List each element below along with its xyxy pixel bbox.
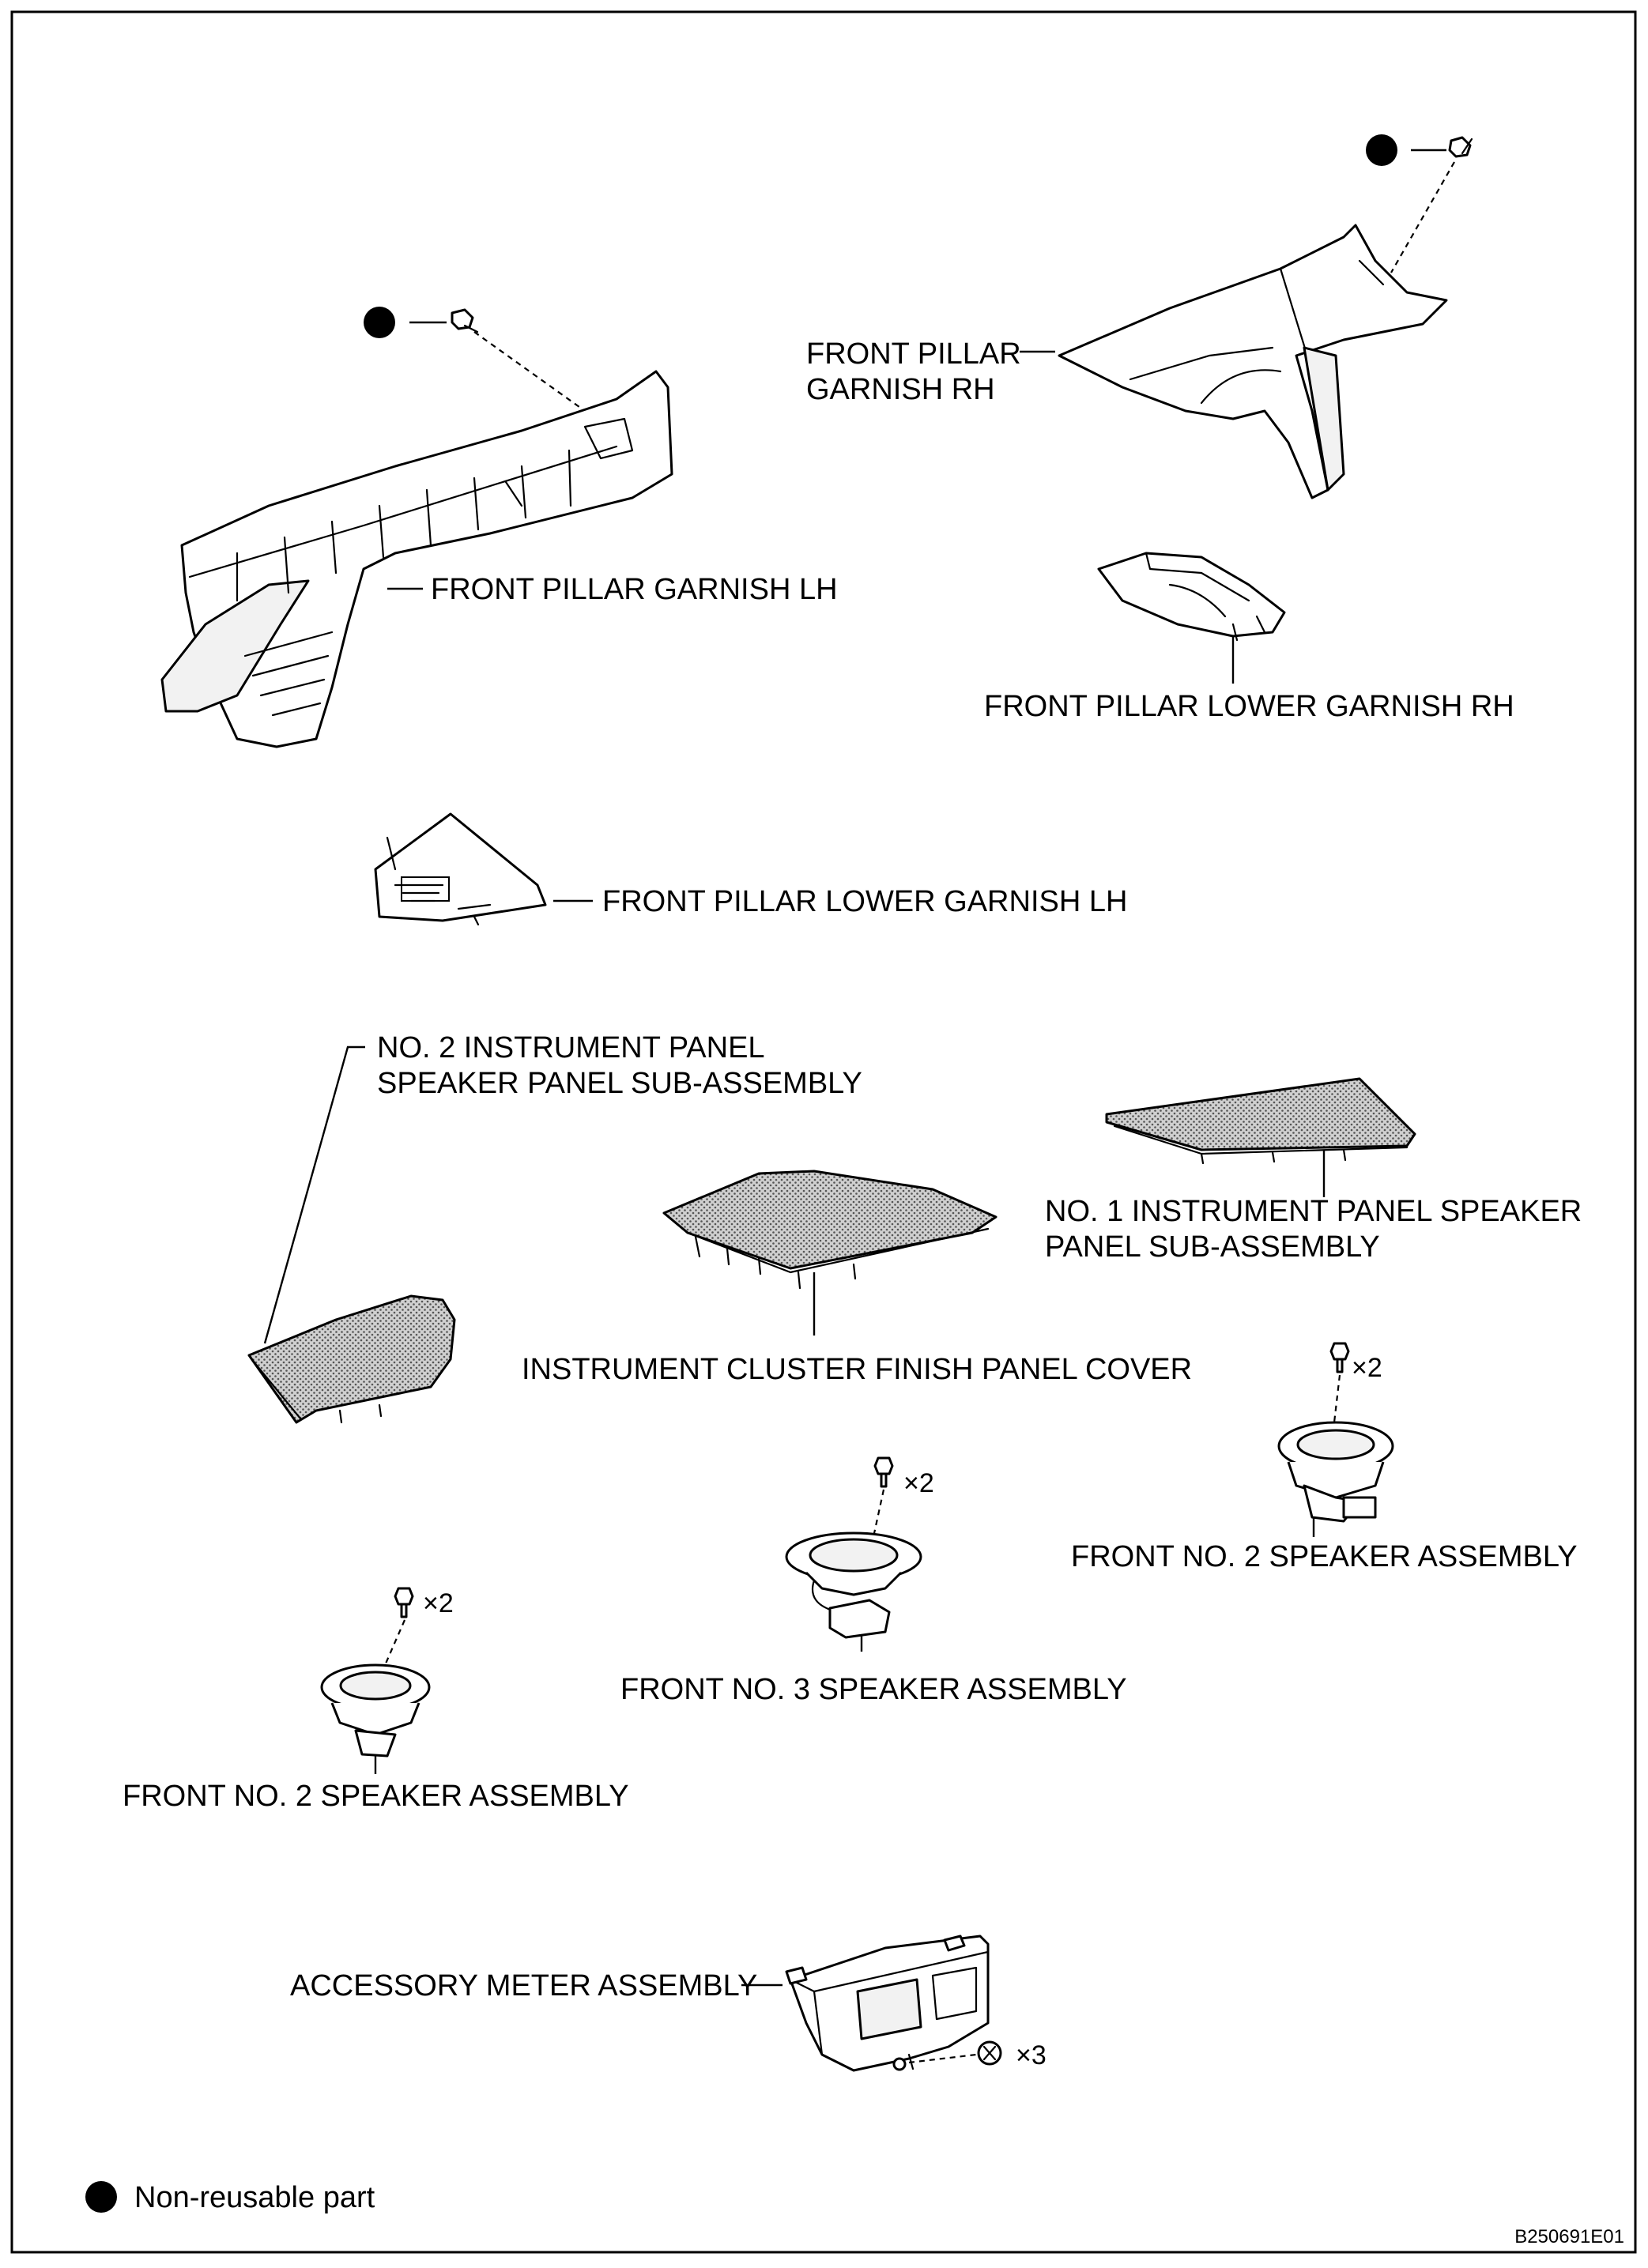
front-pillar-garnish-lh-part	[160, 307, 673, 748]
front-no2-speaker-left-part	[320, 1587, 431, 1758]
figure-code: B250691E01	[1514, 2226, 1624, 2247]
label-front-no2-speaker-right: FRONT NO. 2 SPEAKER ASSEMBLY	[1071, 1540, 1578, 1573]
label-cluster-finish-panel-cover: INSTRUMENT CLUSTER FINISH PANEL COVER	[522, 1353, 1192, 1386]
label-front-pillar-garnish-rh-1: FRONT PILLAR	[806, 337, 1021, 371]
label-front-pillar-lower-garnish-rh: FRONT PILLAR LOWER GARNISH RH	[984, 690, 1514, 723]
legend-marker	[85, 2181, 117, 2213]
label-front-pillar-garnish-rh-2: GARNISH RH	[806, 373, 995, 406]
screw-icon	[977, 2040, 1002, 2066]
front-no3-speaker-part	[785, 1456, 922, 1639]
non-reusable-marker	[364, 307, 395, 338]
page-border	[10, 10, 1637, 2254]
clip-icon	[1448, 136, 1473, 158]
label-no1-speaker-panel-2: PANEL SUB-ASSEMBLY	[1045, 1230, 1380, 1264]
front-pillar-garnish-rh-part	[1058, 134, 1473, 499]
label-front-pillar-lower-garnish-lh: FRONT PILLAR LOWER GARNISH LH	[602, 885, 1127, 918]
screw-icon	[1329, 1342, 1350, 1373]
legend-non-reusable: Non-reusable part	[134, 2181, 375, 2214]
cluster-finish-panel-cover-part	[662, 1170, 997, 1290]
qty-screws-no3-speaker: ×2	[903, 1468, 934, 1498]
rh-garnish-body	[1058, 224, 1448, 499]
label-no2-speaker-panel-1: NO. 2 INSTRUMENT PANEL	[377, 1031, 765, 1064]
non-reusable-marker	[1366, 134, 1397, 166]
label-no2-speaker-panel-2: SPEAKER PANEL SUB-ASSEMBLY	[377, 1067, 862, 1100]
clip-install-path	[1390, 161, 1455, 273]
front-pillar-lower-garnish-lh-part	[374, 812, 547, 926]
qty-screws-accessory-meter: ×3	[1016, 2040, 1046, 2070]
label-accessory-meter: ACCESSORY METER ASSEMBLY	[290, 1969, 757, 2002]
front-no2-speaker-right-part	[1277, 1342, 1394, 1523]
label-no1-speaker-panel-1: NO. 1 INSTRUMENT PANEL SPEAKER	[1045, 1195, 1582, 1228]
no1-speaker-panel-part	[1105, 1077, 1416, 1165]
screw-icon	[873, 1456, 894, 1488]
no2-speaker-panel-part	[247, 1294, 456, 1424]
label-front-no3-speaker: FRONT NO. 3 SPEAKER ASSEMBLY	[620, 1673, 1127, 1706]
label-front-pillar-garnish-lh: FRONT PILLAR GARNISH LH	[431, 573, 838, 606]
label-front-no2-speaker-left: FRONT NO. 2 SPEAKER ASSEMBLY	[123, 1780, 629, 1813]
screw-icon	[394, 1587, 414, 1618]
clip-install-path	[473, 331, 613, 431]
clip-icon	[451, 308, 479, 333]
qty-screws-no2-speaker-left: ×2	[423, 1588, 454, 1618]
qty-screws-no2-speaker-right: ×2	[1352, 1353, 1382, 1383]
accessory-meter-part	[785, 1935, 1002, 2072]
front-pillar-lower-garnish-rh-part	[1097, 552, 1286, 642]
lh-garnish-body	[180, 370, 673, 748]
